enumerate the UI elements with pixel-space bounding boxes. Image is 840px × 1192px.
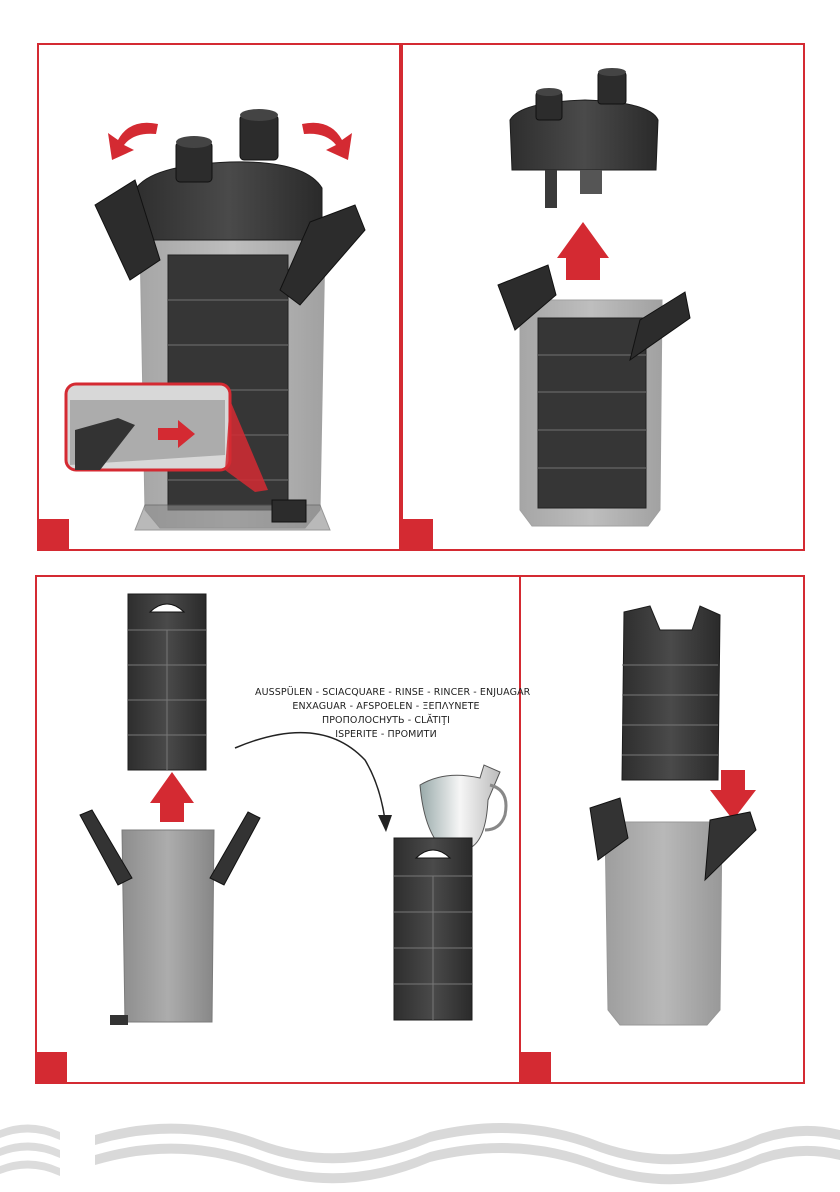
- water-jug-icon: [420, 765, 506, 848]
- cartridge-insert: [622, 606, 720, 780]
- filter-head-removed: [510, 68, 658, 208]
- rinse-line-1: AUSSPÜLEN - SCIACQUARE - RINSE - RINCER …: [255, 686, 517, 700]
- rotate-right-arrow-icon: [302, 123, 352, 160]
- rotate-left-arrow-icon: [108, 123, 158, 160]
- arrow-up-icon: [150, 772, 194, 822]
- empty-canister: [80, 810, 260, 1025]
- cartridge-lifted: [128, 594, 206, 770]
- canister-refill: [590, 798, 756, 1025]
- wave-pattern-footer: [0, 1110, 840, 1192]
- rinse-line-2: ENXAGUAR - AFSPOELEN - ΞΕΠΛΥΝΕΤΕ: [255, 700, 517, 714]
- rinse-instruction: AUSSPÜLEN - SCIACQUARE - RINSE - RINCER …: [255, 686, 517, 742]
- curved-arrow-icon: [235, 733, 385, 820]
- rinse-line-3: ПРОПОЛОСНУТЬ - CLĂTIŢI: [255, 714, 517, 728]
- arrow-up-icon: [557, 222, 609, 280]
- rinse-line-4: ISPERITE - ПРОМИТИ: [255, 728, 517, 742]
- cartridge-rinsed: [394, 838, 472, 1020]
- filter-canister-open: [498, 265, 690, 526]
